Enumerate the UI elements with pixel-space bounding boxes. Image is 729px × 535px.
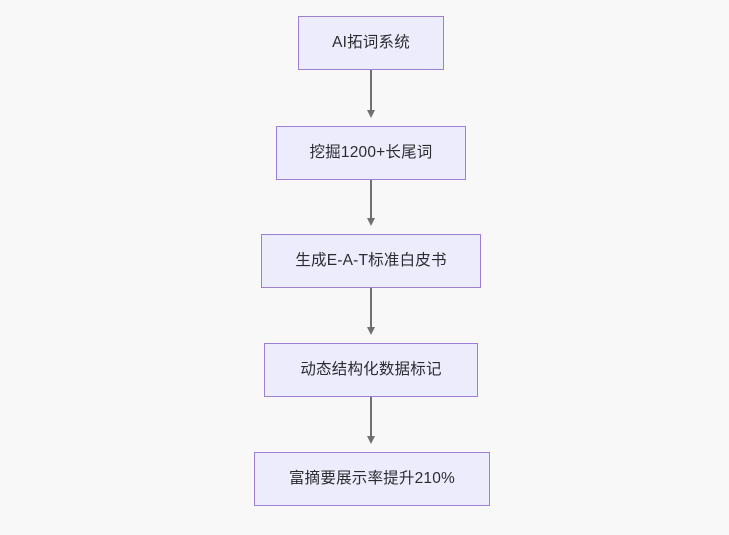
flow-edge xyxy=(366,397,375,444)
flow-edge xyxy=(366,70,375,118)
arrow-down-icon xyxy=(366,218,375,226)
flow-edge-line xyxy=(370,180,372,219)
flow-node[interactable]: 动态结构化数据标记 xyxy=(264,343,478,397)
flow-edge-line xyxy=(370,397,372,437)
flow-edge xyxy=(366,180,375,226)
flow-node[interactable]: 生成E-A-T标准白皮书 xyxy=(261,234,481,288)
arrow-down-icon xyxy=(366,327,375,335)
flow-node[interactable]: 富摘要展示率提升210% xyxy=(254,452,490,506)
flow-node[interactable]: 挖掘1200+长尾词 xyxy=(276,126,466,180)
flow-node[interactable]: AI拓词系统 xyxy=(298,16,444,70)
flow-node-label: 富摘要展示率提升210% xyxy=(288,469,456,487)
flow-edge-line xyxy=(370,288,372,328)
flow-edge-line xyxy=(370,70,372,111)
arrow-down-icon xyxy=(366,436,375,444)
flow-edge xyxy=(366,288,375,335)
flow-node-label: 动态结构化数据标记 xyxy=(300,360,442,378)
flow-node-label: 挖掘1200+长尾词 xyxy=(309,143,433,161)
flow-node-label: AI拓词系统 xyxy=(332,33,410,51)
arrow-down-icon xyxy=(366,110,375,118)
flow-node-label: 生成E-A-T标准白皮书 xyxy=(295,251,447,269)
